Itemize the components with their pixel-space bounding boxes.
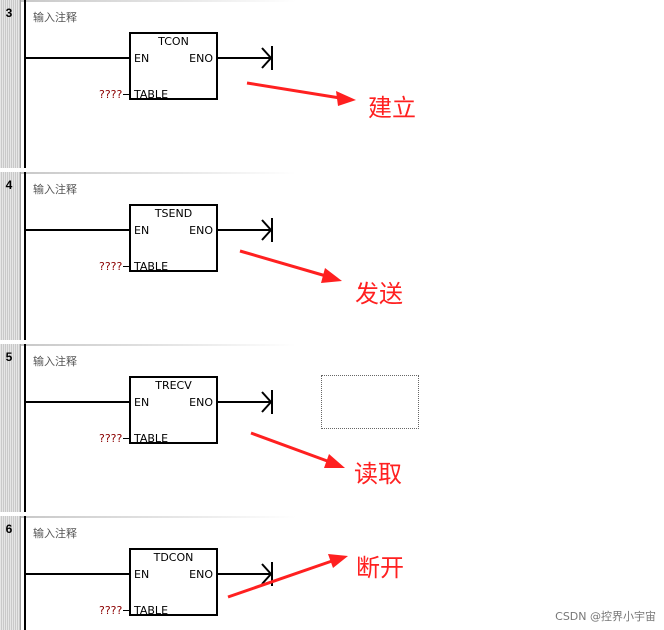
eno-pin: ENO xyxy=(189,568,213,581)
input-wire xyxy=(26,57,130,59)
annotation-label: 读取 xyxy=(354,460,402,488)
network-number: 4 xyxy=(5,178,13,192)
annotation-label: 发送 xyxy=(355,280,403,308)
parameter-wire xyxy=(123,266,129,267)
table-pin: TABLE xyxy=(134,604,169,617)
input-wire xyxy=(26,229,130,231)
selection-box[interactable] xyxy=(321,375,419,429)
network-3: 3 输入注释 TCON EN ENO TABLE ???? 建立 xyxy=(0,0,664,172)
trecv-block[interactable]: TRECV EN ENO TABLE xyxy=(129,376,218,445)
annotation-label: 建立 xyxy=(368,94,416,122)
network-separator xyxy=(21,172,296,174)
block-title: TCON xyxy=(158,35,189,48)
network-number-column[interactable]: 3 xyxy=(0,0,21,168)
output-end-icon xyxy=(261,218,273,242)
unassigned-parameter[interactable]: ???? xyxy=(99,88,123,101)
en-pin: EN xyxy=(134,224,150,237)
output-end-icon xyxy=(261,46,273,70)
watermark: CSDN @控界小宇宙 xyxy=(555,610,656,623)
network-comment[interactable]: 输入注释 xyxy=(33,183,77,196)
table-pin: TABLE xyxy=(134,260,169,273)
eno-pin: ENO xyxy=(189,52,213,65)
input-wire xyxy=(26,401,130,403)
eno-pin: ENO xyxy=(189,224,213,237)
network-separator xyxy=(21,344,296,346)
output-end-icon xyxy=(261,562,273,586)
table-pin: TABLE xyxy=(134,88,169,101)
network-number-column[interactable]: 5 xyxy=(0,344,21,512)
power-rail xyxy=(24,344,26,512)
network-comment[interactable]: 输入注释 xyxy=(33,355,77,368)
output-wire xyxy=(218,401,270,403)
power-rail xyxy=(24,0,26,168)
tdcon-block[interactable]: TDCON EN ENO TABLE xyxy=(129,548,218,617)
network-4: 4 输入注释 TSEND EN ENO TABLE ???? 发送 xyxy=(0,172,664,344)
block-title: TDCON xyxy=(153,551,194,564)
input-wire xyxy=(26,573,130,575)
block-title: TSEND xyxy=(154,207,193,220)
network-number: 5 xyxy=(5,350,13,364)
unassigned-parameter[interactable]: ???? xyxy=(99,604,123,617)
network-number-column[interactable]: 6 xyxy=(0,516,21,630)
en-pin: EN xyxy=(134,568,150,581)
network-separator xyxy=(21,516,296,518)
output-end-icon xyxy=(261,390,273,414)
tsend-block[interactable]: TSEND EN ENO TABLE xyxy=(129,204,218,273)
network-comment[interactable]: 输入注释 xyxy=(33,527,77,540)
annotation-label: 断开 xyxy=(356,554,404,582)
parameter-wire xyxy=(123,610,129,611)
network-6: 6 输入注释 TDCON EN ENO TABLE ???? 断开 xyxy=(0,516,664,630)
output-wire xyxy=(218,229,270,231)
parameter-wire xyxy=(123,438,129,439)
power-rail xyxy=(24,516,26,630)
unassigned-parameter[interactable]: ???? xyxy=(99,432,123,445)
block-title: TRECV xyxy=(155,379,192,392)
network-comment[interactable]: 输入注释 xyxy=(33,11,77,24)
tcon-block[interactable]: TCON EN ENO TABLE xyxy=(129,32,218,101)
en-pin: EN xyxy=(134,396,150,409)
network-5: 5 输入注释 TRECV EN ENO TABLE ???? 读取 xyxy=(0,344,664,516)
parameter-wire xyxy=(123,94,129,95)
power-rail xyxy=(24,172,26,340)
table-pin: TABLE xyxy=(134,432,169,445)
network-separator xyxy=(21,0,296,2)
network-number: 6 xyxy=(5,522,13,536)
unassigned-parameter[interactable]: ???? xyxy=(99,260,123,273)
en-pin: EN xyxy=(134,52,150,65)
eno-pin: ENO xyxy=(189,396,213,409)
network-number: 3 xyxy=(5,6,13,20)
network-number-column[interactable]: 4 xyxy=(0,172,21,340)
output-wire xyxy=(218,57,270,59)
